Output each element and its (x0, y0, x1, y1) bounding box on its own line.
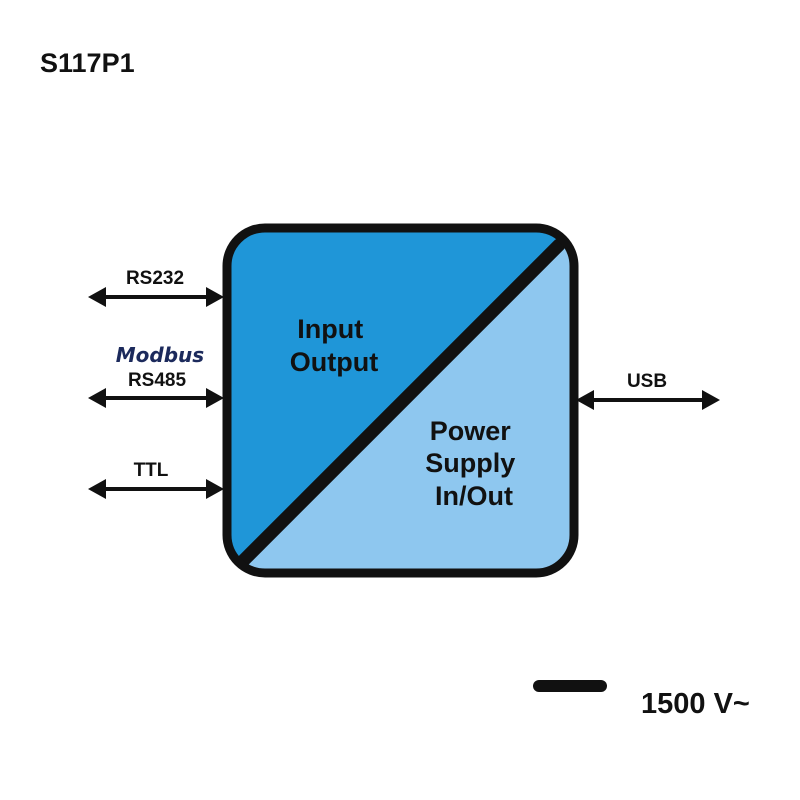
rs232-label: RS232 (126, 268, 184, 289)
port-ttl: TTL (88, 460, 224, 499)
rs485-label: RS485 (128, 370, 187, 391)
usb-arrowhead-left (576, 390, 594, 410)
rs232-arrowhead-right (206, 287, 224, 307)
lower-line-3: In/Out (435, 481, 513, 511)
modbus-logo: Modbus (116, 343, 205, 367)
upper-line-2: Output (290, 347, 378, 377)
module-block: Input Output Power Supply In/Out (222, 223, 579, 578)
input-output-label: Input Output (290, 314, 378, 377)
rs232-arrowhead-left (88, 287, 106, 307)
upper-line-1: Input (297, 314, 363, 344)
rs485-arrowhead-right (206, 388, 224, 408)
isolation-voltage-label: 1500 V~ (641, 688, 750, 720)
product-title: S117P1 (40, 48, 135, 78)
lower-line-2: Supply (425, 448, 515, 478)
ttl-arrowhead-left (88, 479, 106, 499)
ttl-label: TTL (134, 460, 169, 481)
port-rs485: Modbus RS485 (88, 343, 224, 408)
power-supply-label: Power Supply In/Out (425, 416, 523, 511)
usb-label: USB (627, 371, 667, 392)
lower-line-1: Power (430, 416, 512, 446)
module-outline (222, 223, 579, 578)
isolation-legend: 1500 V~ (533, 680, 750, 720)
port-usb: USB (576, 371, 720, 410)
usb-arrowhead-right (702, 390, 720, 410)
diagonal-divider (237, 238, 566, 567)
port-rs232: RS232 (88, 268, 224, 307)
ttl-arrowhead-right (206, 479, 224, 499)
rs485-arrowhead-left (88, 388, 106, 408)
